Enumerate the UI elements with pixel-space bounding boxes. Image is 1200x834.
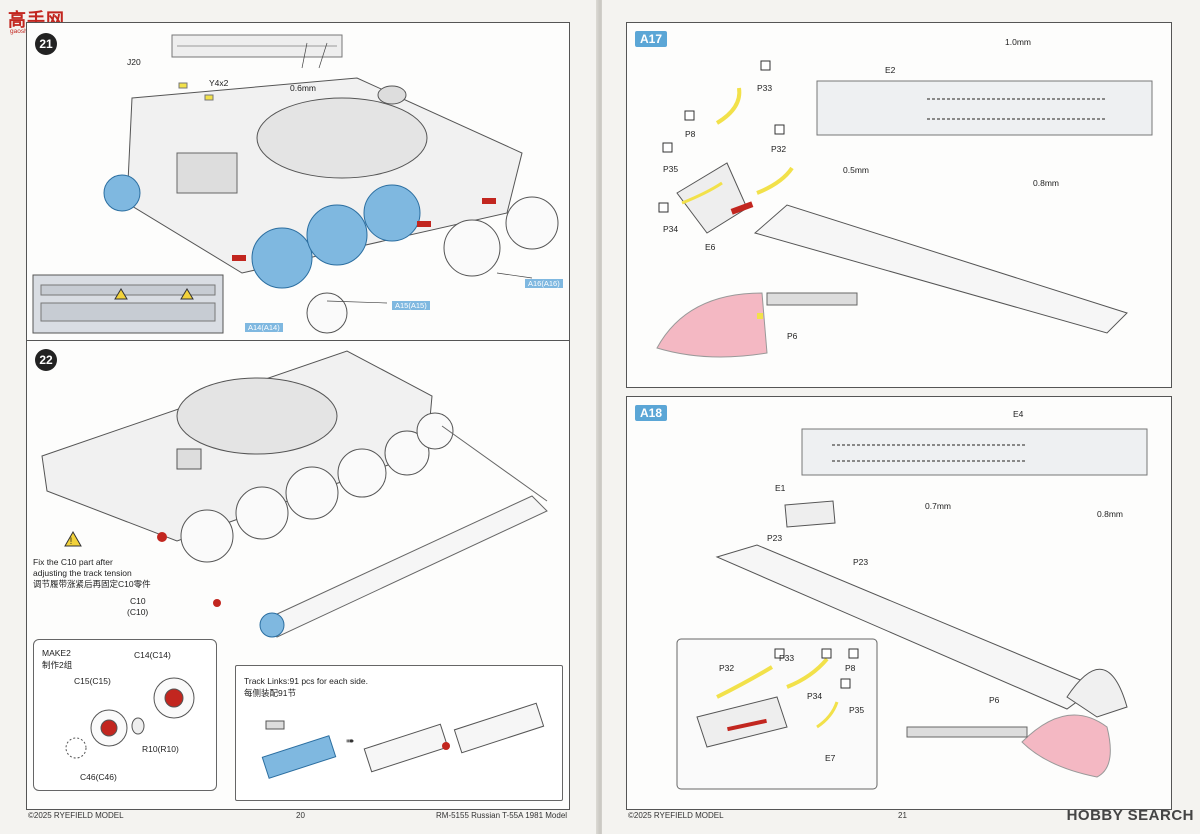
label-a16-alt: (A16) <box>541 279 560 288</box>
label-c10: C10 <box>130 596 146 606</box>
svg-text:➠: ➠ <box>346 736 354 747</box>
a17-label-e2: E2 <box>885 65 896 75</box>
a18-label-p23a: P23 <box>767 533 783 543</box>
hull-drawing <box>32 34 559 334</box>
a18-label-w07: 0.7mm <box>925 501 951 511</box>
sprocket-exploded-drawing <box>65 677 195 759</box>
a17-label-w10: 1.0mm <box>1005 37 1031 47</box>
a18-label-p8: P8 <box>845 663 856 673</box>
a18-label-p32: P32 <box>719 663 735 673</box>
step-a18-panel: A18 E4 0.7mm <box>626 396 1172 810</box>
left-page-number: 20 <box>296 811 305 820</box>
a17-drawing <box>656 60 1153 358</box>
label-c46: C46(C46) <box>80 772 117 782</box>
label-c10-alt: (C10) <box>127 607 149 617</box>
label-y4x2: Y4x2 <box>209 78 229 88</box>
make2-subassembly: MAKE2 制作2组 C14(C14) C15(C15) R10(R10) C4… <box>33 639 217 791</box>
label-r10: R10(R10) <box>142 744 179 754</box>
right-footer-copyright: ©2025 RYEFIELD MODEL <box>628 811 724 820</box>
track-links-note-cn: 每侧装配91节 <box>244 688 296 698</box>
a18-label-e7: E7 <box>825 753 836 763</box>
track-links-note-en: Track Links:91 pcs for each side. <box>244 676 368 686</box>
a17-label-p35: P35 <box>663 164 679 174</box>
a17-label-p33: P33 <box>757 83 773 93</box>
right-page-number: 21 <box>898 811 907 820</box>
a18-label-p33: P33 <box>779 653 795 663</box>
step-21-panel: 21 <box>26 22 570 342</box>
a18-label-p23b: P23 <box>853 557 869 567</box>
label-a14-alt: (A14) <box>261 323 280 332</box>
track-links-subassembly: Track Links:91 pcs for each side. 每侧装配91… <box>235 665 563 801</box>
label-wire-06: 0.6mm <box>290 83 316 93</box>
a18-label-p6: P6 <box>989 695 1000 705</box>
a17-label-p34: P34 <box>663 224 679 234</box>
a17-label-e6: E6 <box>705 242 716 252</box>
label-a15: A15(A15) <box>392 301 430 310</box>
step-22-panel: 22 ! Fix the C10 part after adjusting th… <box>26 340 570 810</box>
a18-label-e4: E4 <box>1013 409 1024 419</box>
label-a14: A14(A14) <box>245 323 283 332</box>
step-a18-tag: A18 <box>635 405 668 421</box>
a17-label-w05: 0.5mm <box>843 165 869 175</box>
a17-label-p6: P6 <box>787 331 798 341</box>
left-page: 高手网 gaoshou.com 21 <box>0 0 598 834</box>
label-c15: C15(C15) <box>74 676 111 686</box>
a18-label-p35: P35 <box>849 705 865 715</box>
step-a17-panel: A17 P33 P8 P32 <box>626 22 1172 388</box>
track-links-drawing: ➠ <box>261 702 545 779</box>
hobby-search-watermark: HOBBY SEARCH <box>1066 807 1194 824</box>
c10-note-en-1: Fix the C10 part after <box>33 557 113 567</box>
a17-label-w08: 0.8mm <box>1033 178 1059 188</box>
label-a15-alt: (A15) <box>408 301 427 310</box>
label-j20: J20 <box>127 57 141 67</box>
label-c14: C14(C14) <box>134 650 171 660</box>
a18-label-w08: 0.8mm <box>1097 509 1123 519</box>
step-22-badge: 22 <box>35 349 57 371</box>
make2-label: MAKE2 <box>42 648 71 658</box>
book-gutter <box>596 0 604 834</box>
step-21-badge: 21 <box>35 33 57 55</box>
step-a17-tag: A17 <box>635 31 668 47</box>
svg-text:!: ! <box>70 536 73 546</box>
left-footer-copyright: ©2025 RYEFIELD MODEL <box>28 811 124 820</box>
label-a14-main: A14 <box>248 323 262 332</box>
label-a15-main: A15 <box>395 301 409 310</box>
a18-label-e1: E1 <box>775 483 786 493</box>
a18-drawing <box>676 428 1148 790</box>
label-a16-main: A16 <box>528 279 542 288</box>
left-footer-model: RM-5155 Russian T-55A 1981 Model <box>436 811 568 820</box>
c10-note-en-2: adjusting the track tension <box>33 568 132 578</box>
a17-label-p32: P32 <box>771 144 787 154</box>
c10-note-cn: 调节履带涨紧后再固定C10零件 <box>33 579 151 589</box>
tank-with-tracks-drawing: ! <box>41 350 548 638</box>
a18-label-p34: P34 <box>807 691 823 701</box>
right-page: A17 P33 P8 P32 <box>602 0 1200 834</box>
make2-label-cn: 制作2组 <box>42 660 73 670</box>
a17-label-p8: P8 <box>685 129 696 139</box>
label-a16: A16(A16) <box>525 279 563 288</box>
